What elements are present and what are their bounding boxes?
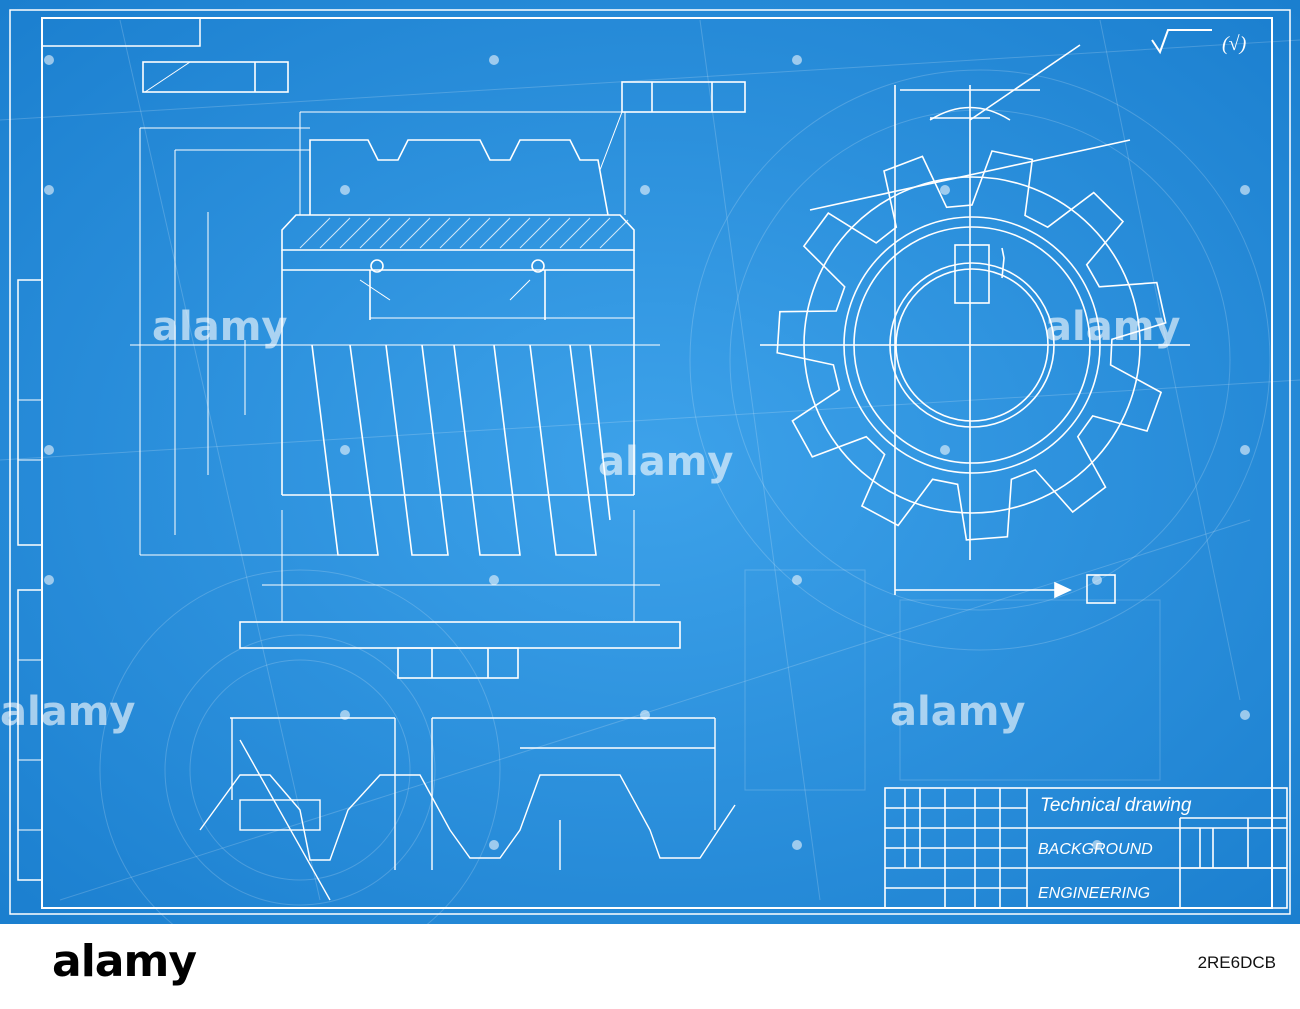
watermark-text: alamy [0,689,135,735]
footer-logo: alamy [52,936,197,987]
gear-cutter-front-view [760,44,1190,604]
gear-inner-ring [803,176,1141,514]
watermark-text: alamy [152,304,287,350]
title-block-title: Technical drawing [1040,795,1192,816]
stock-footer [0,924,1300,1009]
blueprint-background [0,0,1300,924]
hob-dimension-lines [130,61,660,622]
hob-hatching [299,217,629,249]
watermark-text: alamy [890,689,1025,735]
gear-teeth [776,150,1167,541]
title-block [884,787,1288,909]
background-ghost-lines [0,19,1300,924]
watermark-text: alamy [598,439,733,485]
roughness-symbol [1151,29,1212,55]
hob-side-view [142,61,746,679]
gear-teeth-outline [776,150,1167,541]
watermark-text: alamy [1045,304,1180,350]
tooth-profile-sketches [199,717,736,901]
watermark-marks [44,55,1250,850]
title-block-engineering-label: ENGINEERING [1038,885,1150,902]
blueprint-drawing: (√) [0,0,1300,924]
roughness-label: (√) [1222,33,1247,55]
image-id: 2RE6DCB [1197,953,1276,972]
sheet-frame [9,9,1291,915]
watermarks: alamy alamy alamy alamy alamy [0,304,1180,735]
